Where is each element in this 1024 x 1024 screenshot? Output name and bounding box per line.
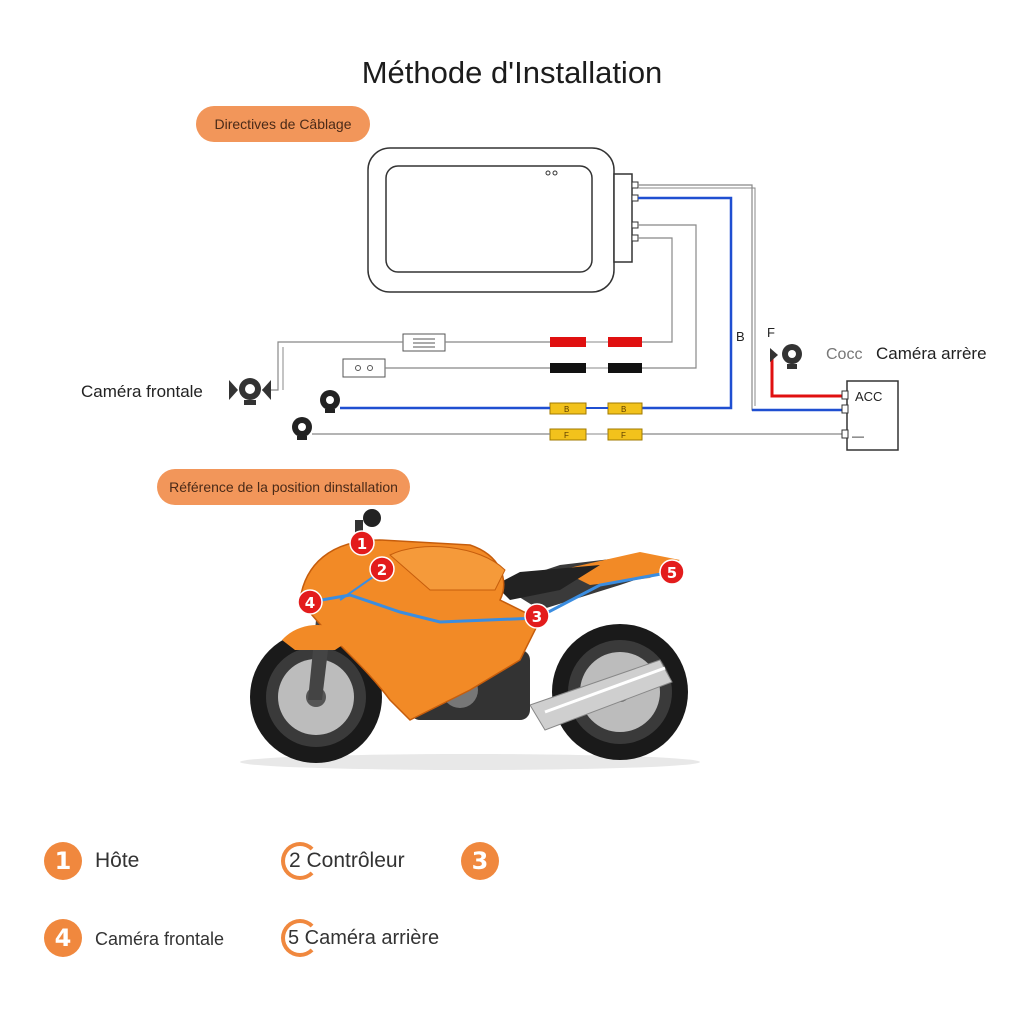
svg-text:3: 3: [532, 608, 542, 626]
marker-2: 2: [369, 556, 395, 582]
legend-label-1: Hôte: [95, 849, 140, 872]
rear-camera-label: Caméra arrère: [876, 344, 987, 363]
legend-badge-2-outline: [281, 842, 319, 880]
connector-b-right-label: B: [621, 405, 626, 414]
connector-b-left-label: B: [564, 405, 569, 414]
host-screen: [385, 165, 593, 273]
connector-f-right-label: F: [621, 431, 626, 440]
red-acc-wire: [770, 358, 842, 398]
section-wiring-label: Directives de Câblage: [196, 106, 370, 142]
camera-b-icon: [320, 390, 340, 413]
host-connector-block: [613, 173, 633, 263]
blue-wire-b: [638, 196, 733, 410]
red-connector-right: [608, 337, 642, 347]
acc-box: [846, 380, 899, 451]
legend-label-2: 2 Contrôleur: [289, 849, 405, 872]
minus-label: —: [852, 429, 864, 443]
svg-text:1: 1: [357, 535, 367, 553]
black-connector-right: [608, 363, 642, 373]
legend-badge-5-outline: [281, 919, 319, 957]
rear-camera-icon: [770, 344, 802, 369]
svg-text:5: 5: [667, 564, 677, 582]
camera-f-icon: [292, 417, 312, 440]
svg-text:2: 2: [377, 561, 387, 579]
legend-label-4: Caméra frontale: [95, 929, 225, 949]
wire-route: [309, 570, 673, 624]
tank: [389, 546, 506, 591]
seat: [495, 565, 600, 600]
connector-f-left-label: F: [564, 431, 569, 440]
black-connector-left: [550, 363, 586, 373]
marker-4: 4: [297, 589, 323, 615]
page-title: Méthode d'Installation: [361, 55, 663, 90]
wire-b-label: B: [736, 329, 745, 344]
legend-badge-4: 4: [44, 919, 82, 957]
legend-badge-3: 3: [461, 842, 499, 880]
svg-text:4: 4: [305, 594, 315, 612]
acc-label: ACC: [855, 389, 882, 404]
section-position-label: Référence de la position dinstallation: [157, 469, 410, 505]
legend-label-5: 5 Caméra arrière: [288, 927, 440, 949]
front-camera-label: Caméra frontale: [81, 382, 203, 401]
marker-3: 3: [524, 603, 550, 629]
wire-f-label: F: [767, 325, 775, 340]
legend-badge-1: 1: [44, 842, 82, 880]
red-connector-left: [550, 337, 586, 347]
front-camera-icon: [229, 378, 271, 405]
marker-1: 1: [349, 530, 375, 556]
marker-5: 5: [659, 559, 685, 585]
rear-camera-prefix: Cocc: [826, 346, 862, 363]
